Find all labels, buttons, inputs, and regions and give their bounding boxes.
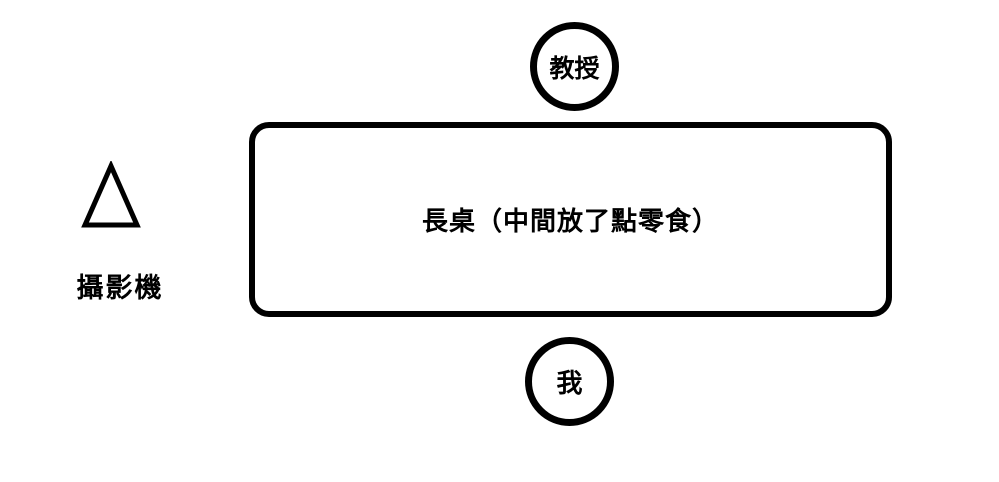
professor-label: 教授 bbox=[549, 53, 600, 83]
me-label: 我 bbox=[556, 369, 583, 399]
long-table-label: 長桌（中間放了點零食） bbox=[421, 207, 719, 237]
professor-circle: 教授 bbox=[530, 22, 619, 111]
camera-label: 攝影機 bbox=[76, 273, 164, 304]
camera-triangle-icon bbox=[81, 161, 141, 231]
me-circle: 我 bbox=[525, 337, 614, 426]
long-table-rect: 長桌（中間放了點零食） bbox=[249, 122, 892, 317]
